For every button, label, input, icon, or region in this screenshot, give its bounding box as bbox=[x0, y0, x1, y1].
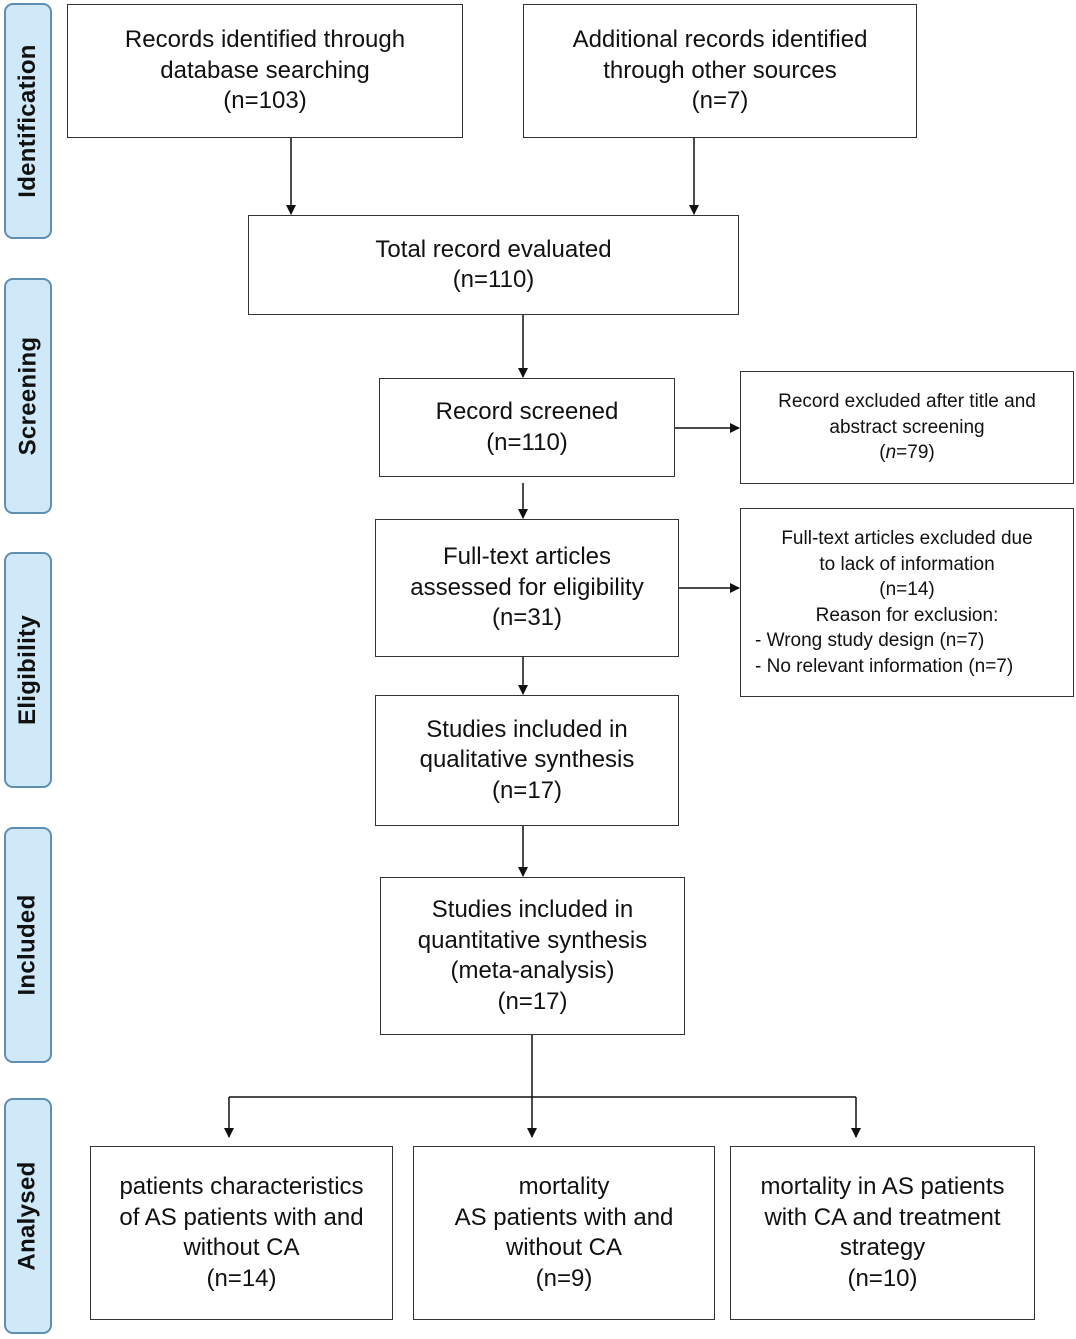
fulltext-assessed-line-1: Full-text articles bbox=[442, 543, 612, 571]
record-screened-box: Record screened (n=110) bbox=[379, 378, 675, 477]
phase-included: Included bbox=[4, 827, 52, 1063]
excluded-screening-line-1: Record excluded after title and bbox=[778, 391, 1036, 413]
qualitative-synthesis-count: (n=17) bbox=[491, 776, 563, 804]
qualitative-synthesis-line-1: Studies included in bbox=[426, 715, 628, 743]
excluded-fulltext-line-2: to lack of information bbox=[819, 553, 995, 575]
other-sources-count: (n=7) bbox=[691, 87, 749, 115]
excluded-fulltext-box: Full-text articles excluded due to lack … bbox=[740, 508, 1074, 697]
quantitative-synthesis-line-1: Studies included in bbox=[431, 896, 634, 923]
characteristics-line-2: of AS patients with and bbox=[119, 1203, 364, 1231]
qualitative-synthesis-line-2: qualitative synthesis bbox=[419, 746, 635, 774]
quantitative-synthesis-line-2: quantitative synthesis bbox=[417, 926, 648, 954]
other-sources-line-1: Additional records identified bbox=[572, 26, 868, 54]
characteristics-box: patients characteristics of AS patients … bbox=[90, 1146, 393, 1320]
total-evaluated-box: Total record evaluated (n=110) bbox=[248, 215, 739, 315]
mortality-line-2: AS patients with and bbox=[454, 1203, 674, 1231]
characteristics-count: (n=14) bbox=[206, 1264, 277, 1292]
quantitative-synthesis-line-3: (meta-analysis) bbox=[450, 957, 615, 984]
total-evaluated-line-1: Total record evaluated bbox=[375, 235, 612, 263]
excluded-screening-count-value: =79 bbox=[896, 442, 929, 464]
quantitative-synthesis-count: (n=17) bbox=[497, 987, 568, 1015]
treatment-strategy-box: mortality in AS patients with CA and tre… bbox=[730, 1146, 1035, 1320]
phase-eligibility: Eligibility bbox=[4, 552, 52, 788]
fulltext-assessed-box: Full-text articles assessed for eligibil… bbox=[375, 519, 679, 657]
total-evaluated-count: (n=110) bbox=[452, 266, 535, 293]
database-records-line-2: database searching bbox=[160, 56, 370, 84]
database-records-count: (n=103) bbox=[223, 87, 307, 115]
excluded-screening-count: (n=79) bbox=[879, 442, 935, 464]
excluded-screening-count-variable: n bbox=[885, 442, 897, 464]
excluded-fulltext-line-1: Full-text articles excluded due bbox=[781, 528, 1033, 549]
phase-identification: Identification bbox=[4, 3, 52, 239]
record-screened-count: (n=110) bbox=[486, 428, 568, 456]
excluded-screening-box: Record excluded after title and abstract… bbox=[740, 371, 1074, 484]
treatment-strategy-line-3: strategy bbox=[839, 1234, 926, 1261]
mortality-line-3: without CA bbox=[505, 1234, 623, 1261]
excluded-screening-line-2: abstract screening bbox=[829, 416, 985, 438]
characteristics-line-1: patients characteristics bbox=[119, 1173, 364, 1200]
treatment-strategy-line-1: mortality in AS patients bbox=[760, 1173, 1005, 1200]
fulltext-assessed-line-2: assessed for eligibility bbox=[410, 573, 644, 601]
exclusion-reason-study-design: - Wrong study design (n=7) bbox=[755, 630, 985, 651]
treatment-strategy-line-2: with CA and treatment bbox=[764, 1203, 1001, 1231]
qualitative-synthesis-box: Studies included in qualitative synthesi… bbox=[375, 695, 679, 826]
phase-analysed: Analysed bbox=[4, 1098, 52, 1334]
characteristics-line-3: without CA bbox=[183, 1234, 300, 1261]
treatment-strategy-count: (n=10) bbox=[847, 1264, 918, 1292]
phase-screening: Screening bbox=[4, 278, 52, 514]
mortality-line-1: mortality bbox=[518, 1173, 610, 1200]
mortality-count: (n=9) bbox=[535, 1264, 593, 1292]
record-screened-line-1: Record screened bbox=[435, 398, 619, 425]
exclusion-reason-heading: Reason for exclusion: bbox=[815, 604, 999, 626]
other-sources-line-2: through other sources bbox=[603, 56, 837, 84]
database-records-line-1: Records identified through bbox=[124, 26, 406, 54]
fulltext-assessed-count: (n=31) bbox=[491, 604, 563, 632]
exclusion-reason-no-information: - No relevant information (n=7) bbox=[755, 655, 1014, 677]
mortality-box: mortality AS patients with and without C… bbox=[413, 1146, 715, 1320]
other-sources-box: Additional records identified through ot… bbox=[523, 4, 917, 138]
excluded-fulltext-count: (n=14) bbox=[879, 579, 935, 600]
database-records-box: Records identified through database sear… bbox=[67, 4, 463, 138]
quantitative-synthesis-box: Studies included in quantitative synthes… bbox=[380, 877, 685, 1035]
